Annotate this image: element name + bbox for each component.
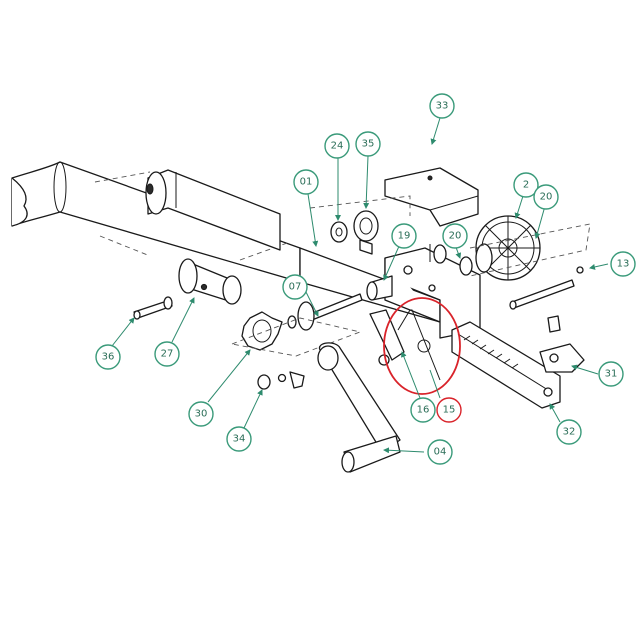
upper-tube-part	[145, 169, 281, 251]
callout-24: 24	[324, 133, 350, 159]
housing-bracket-part	[384, 247, 481, 339]
large-gear-part	[475, 215, 541, 281]
rack-part	[451, 321, 561, 409]
callout-label: 16	[417, 405, 430, 416]
callout-label: 13	[617, 259, 630, 270]
callout-32: 32	[556, 419, 582, 445]
callout-label: 2	[523, 180, 529, 191]
callout-20-upper: 20	[533, 184, 559, 210]
callout-19: 19	[391, 223, 417, 249]
gear-shaft-plane-line	[309, 195, 411, 216]
highlight-ring	[383, 297, 461, 395]
callout-35: 35	[355, 131, 381, 157]
callout-label: 04	[434, 447, 447, 458]
callout-label: 27	[161, 349, 174, 360]
callout-label: 01	[300, 177, 313, 188]
rod-part	[509, 266, 584, 310]
callout-label: 24	[331, 141, 344, 152]
callout-04: 04	[427, 439, 453, 465]
callout-label: 20	[449, 231, 462, 242]
callout-15: 15	[436, 397, 462, 423]
gear-plane-line	[469, 223, 591, 277]
callout-label: 31	[605, 369, 618, 380]
callout-27: 27	[154, 341, 180, 367]
small-gear-part	[353, 210, 379, 255]
spring-part	[369, 309, 441, 381]
shaft-pin-part	[287, 293, 363, 331]
callout-label: 19	[398, 231, 411, 242]
callout-01: 01	[293, 169, 319, 195]
callout-2: 2	[513, 172, 539, 198]
callout-label: 15	[443, 405, 456, 416]
callout-07: 07	[282, 274, 308, 300]
bushing-part	[178, 258, 242, 305]
bracket-plate-part	[539, 315, 585, 373]
callout-34: 34	[226, 426, 252, 452]
fastener-part	[257, 371, 305, 390]
callout-label: 30	[195, 409, 208, 420]
assembly-plane-line	[230, 317, 362, 357]
callout-20-lower: 20	[442, 223, 468, 249]
ratchet-wheel-part	[241, 311, 283, 351]
callout-36: 36	[95, 344, 121, 370]
callout-13: 13	[610, 251, 636, 277]
callout-16: 16	[410, 397, 436, 423]
callout-label: 32	[563, 427, 576, 438]
callout-label: 07	[289, 282, 302, 293]
callout-label: 36	[102, 352, 115, 363]
washer-part	[330, 221, 348, 243]
spacer-bushing-part	[366, 244, 473, 301]
callout-30: 30	[188, 401, 214, 427]
callout-label: 20	[540, 192, 553, 203]
callout-label: 33	[436, 101, 449, 112]
callout-label: 35	[362, 139, 375, 150]
pin-part	[133, 296, 173, 320]
crank-handle-part	[317, 342, 401, 473]
callout-31: 31	[598, 361, 624, 387]
leader-lines	[111, 117, 609, 454]
cover-part	[384, 167, 479, 227]
callout-33: 33	[429, 93, 455, 119]
callout-label: 34	[233, 434, 246, 445]
